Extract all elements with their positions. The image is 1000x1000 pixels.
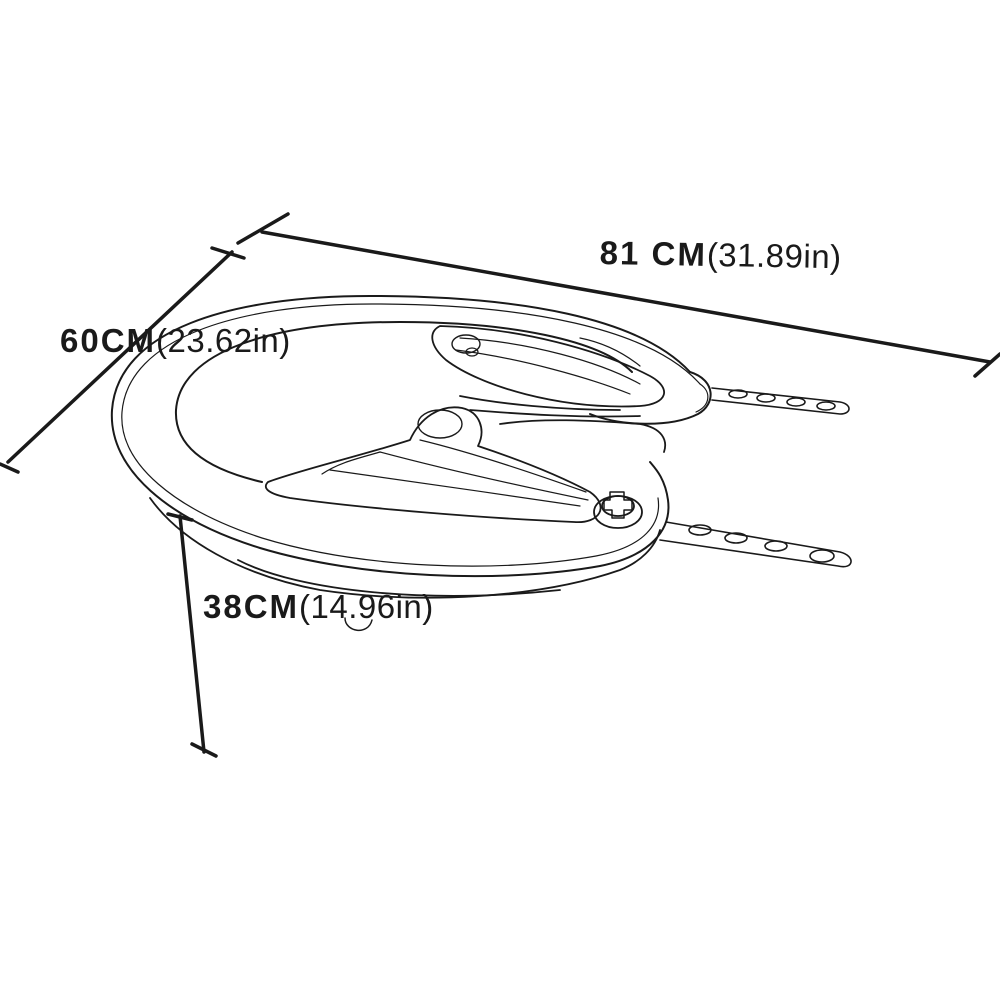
depth-alt-value: (23.62in) bbox=[156, 322, 291, 359]
depth-dimension-line bbox=[0, 246, 246, 474]
width-alt-value: (31.89in) bbox=[706, 235, 842, 276]
height-alt-value: (14.96in) bbox=[299, 588, 434, 625]
upper-strap bbox=[711, 387, 850, 415]
inflation-valve bbox=[593, 491, 643, 529]
drain-channel bbox=[459, 395, 666, 453]
lower-tube-chamber bbox=[264, 406, 602, 523]
basin-base bbox=[149, 497, 661, 631]
width-value: 81 CM bbox=[599, 234, 708, 273]
height-dimension-label: 38CM(14.96in) bbox=[203, 590, 434, 623]
lower-strap bbox=[659, 521, 852, 568]
height-dimension-line bbox=[166, 512, 218, 758]
upper-tube-chamber bbox=[431, 325, 665, 408]
depth-dimension-label: 60CM(23.62in) bbox=[60, 324, 291, 357]
width-dimension-line bbox=[236, 212, 1000, 378]
outer-ring bbox=[110, 295, 712, 578]
depth-value: 60CM bbox=[60, 322, 157, 359]
width-dimension-label: 81 CM(31.89in) bbox=[599, 234, 842, 276]
height-value: 38CM bbox=[203, 588, 300, 625]
